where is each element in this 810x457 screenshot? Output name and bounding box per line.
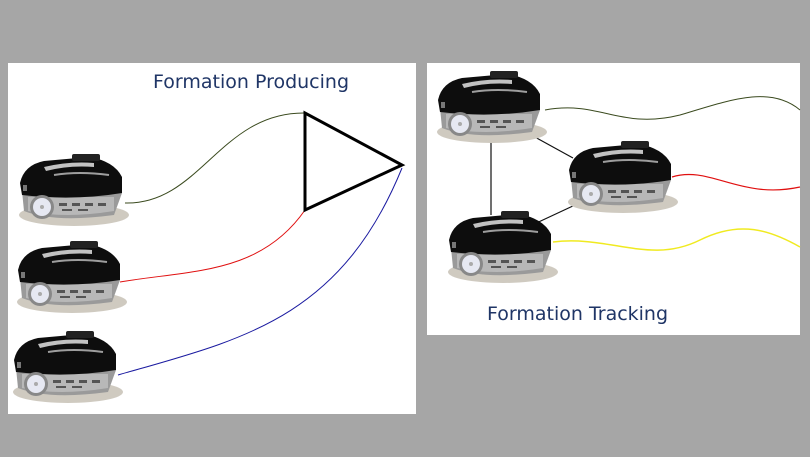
path-green — [124, 112, 306, 204]
path-red — [119, 209, 306, 283]
track-green — [544, 96, 801, 120]
robot-right-3 — [447, 210, 558, 284]
robot-right-1 — [436, 70, 547, 144]
track-red — [671, 173, 801, 191]
robot-left-3 — [12, 330, 123, 404]
formation-triangle — [303, 110, 406, 213]
formation-producing-title: Formation Producing — [153, 71, 350, 93]
path-blue — [117, 167, 403, 376]
robot-left-2 — [16, 240, 127, 314]
robot-left-1 — [18, 153, 129, 227]
formation-tracking-title: Formation Tracking — [487, 303, 669, 325]
robot-right-2 — [567, 140, 678, 214]
track-yellow — [552, 228, 801, 251]
